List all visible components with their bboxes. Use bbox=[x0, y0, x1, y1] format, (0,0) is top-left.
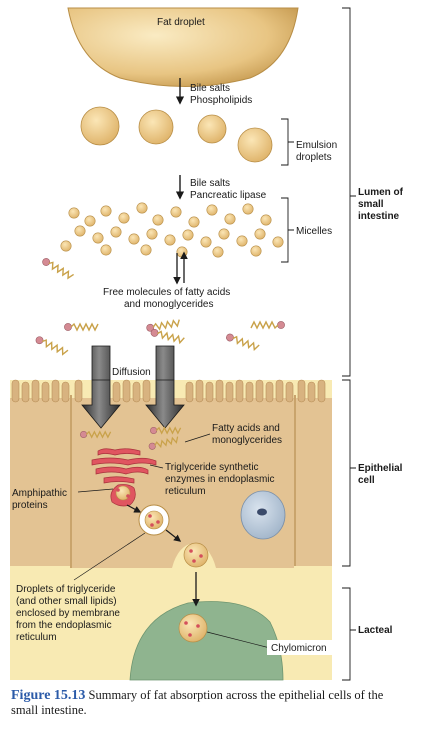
emulsion-label-1: Emulsion bbox=[296, 140, 337, 151]
free-molecules-label-1: Free molecules of fatty acids bbox=[103, 287, 230, 298]
diffusion-label: Diffusion bbox=[112, 367, 151, 378]
fatty-acids-label-1: Fatty acids and bbox=[212, 423, 280, 434]
bile-salts-label-1: Bile salts bbox=[190, 83, 230, 94]
epithelial-label-1: Epithelial bbox=[358, 463, 403, 474]
lacteal-region: Chylomicron Droplets of triglyceride (an… bbox=[16, 532, 339, 681]
epithelial-bracket bbox=[342, 379, 356, 567]
fat-droplet bbox=[67, 7, 299, 87]
micelles-label: Micelles bbox=[296, 226, 332, 237]
amphipathic-label-1: Amphipathic bbox=[12, 488, 67, 499]
droplets-label-1: Droplets of triglyceride bbox=[16, 584, 116, 595]
cell-center bbox=[72, 398, 294, 568]
lumen-bracket bbox=[342, 7, 356, 377]
emulsion-droplets bbox=[80, 106, 273, 163]
droplets-label-3: enclosed by membrane bbox=[16, 608, 120, 619]
lacteal-label: Lacteal bbox=[358, 625, 393, 636]
tg-enzymes-label-3: reticulum bbox=[165, 486, 206, 497]
tg-enzymes-label-1: Triglyceride synthetic bbox=[165, 462, 259, 473]
er-lipid-droplet bbox=[115, 485, 131, 501]
microvilli bbox=[11, 379, 326, 403]
lumen-label-1: Lumen of bbox=[358, 187, 404, 198]
lumen-label-2: small bbox=[358, 199, 384, 210]
cell-right bbox=[296, 398, 332, 566]
figure-number: Figure 15.13 bbox=[11, 688, 86, 703]
fat-droplet-label: Fat droplet bbox=[157, 17, 205, 28]
cell-left bbox=[10, 398, 70, 566]
exocytosed-chylomicron bbox=[183, 542, 209, 568]
droplets-label-2: (and other small lipids) bbox=[16, 596, 117, 607]
micelles bbox=[60, 202, 284, 258]
chylomicron bbox=[178, 613, 208, 643]
epithelial-label-2: cell bbox=[358, 475, 375, 486]
tg-enzyme-leader bbox=[149, 464, 164, 469]
chylomicron-label-box bbox=[267, 640, 339, 655]
arrow-vesicle-to-exocytosis bbox=[165, 529, 182, 542]
region-brackets bbox=[342, 7, 356, 681]
figure-caption: Figure 15.13 Summary of fat absorption a… bbox=[11, 688, 411, 717]
chylomicron-leader bbox=[206, 631, 271, 649]
free-molecules-label-2: and monoglycerides bbox=[124, 299, 214, 310]
figure-caption-text: Summary of fat absorption across the epi… bbox=[11, 688, 384, 717]
lumen-label-3: intestine bbox=[358, 211, 400, 222]
amphipathic-label-2: proteins bbox=[12, 500, 48, 511]
fatty-acids-label-2: monoglycerides bbox=[212, 435, 282, 446]
pancreatic-lipase-label: Pancreatic lipase bbox=[190, 190, 267, 201]
amphipathic-leader bbox=[77, 488, 114, 493]
droplets-label-5: reticulum bbox=[16, 632, 57, 643]
droplets-label-4: from the endoplasmic bbox=[16, 620, 112, 631]
lacteal-bracket bbox=[342, 587, 356, 681]
chylomicron-label: Chylomicron bbox=[271, 643, 327, 654]
micelles-bracket bbox=[281, 197, 294, 263]
fatty-acids-leader bbox=[184, 433, 211, 443]
arrow-er-to-vesicle bbox=[126, 504, 142, 513]
diffusion-arrow-left-tip bbox=[81, 379, 121, 429]
lumen-region: Fat droplet Bile salts Phospholipids Emu… bbox=[34, 7, 337, 429]
diffusion-arrow-right-tip bbox=[145, 379, 185, 429]
bile-salts-label-2: Bile salts bbox=[190, 178, 230, 189]
phospholipids-label: Phospholipids bbox=[190, 95, 252, 106]
emulsion-label-2: droplets bbox=[296, 152, 332, 163]
emulsion-bracket bbox=[281, 118, 294, 166]
tg-enzymes-label-2: enzymes in endoplasmic bbox=[165, 474, 275, 485]
droplets-leader bbox=[73, 532, 146, 581]
